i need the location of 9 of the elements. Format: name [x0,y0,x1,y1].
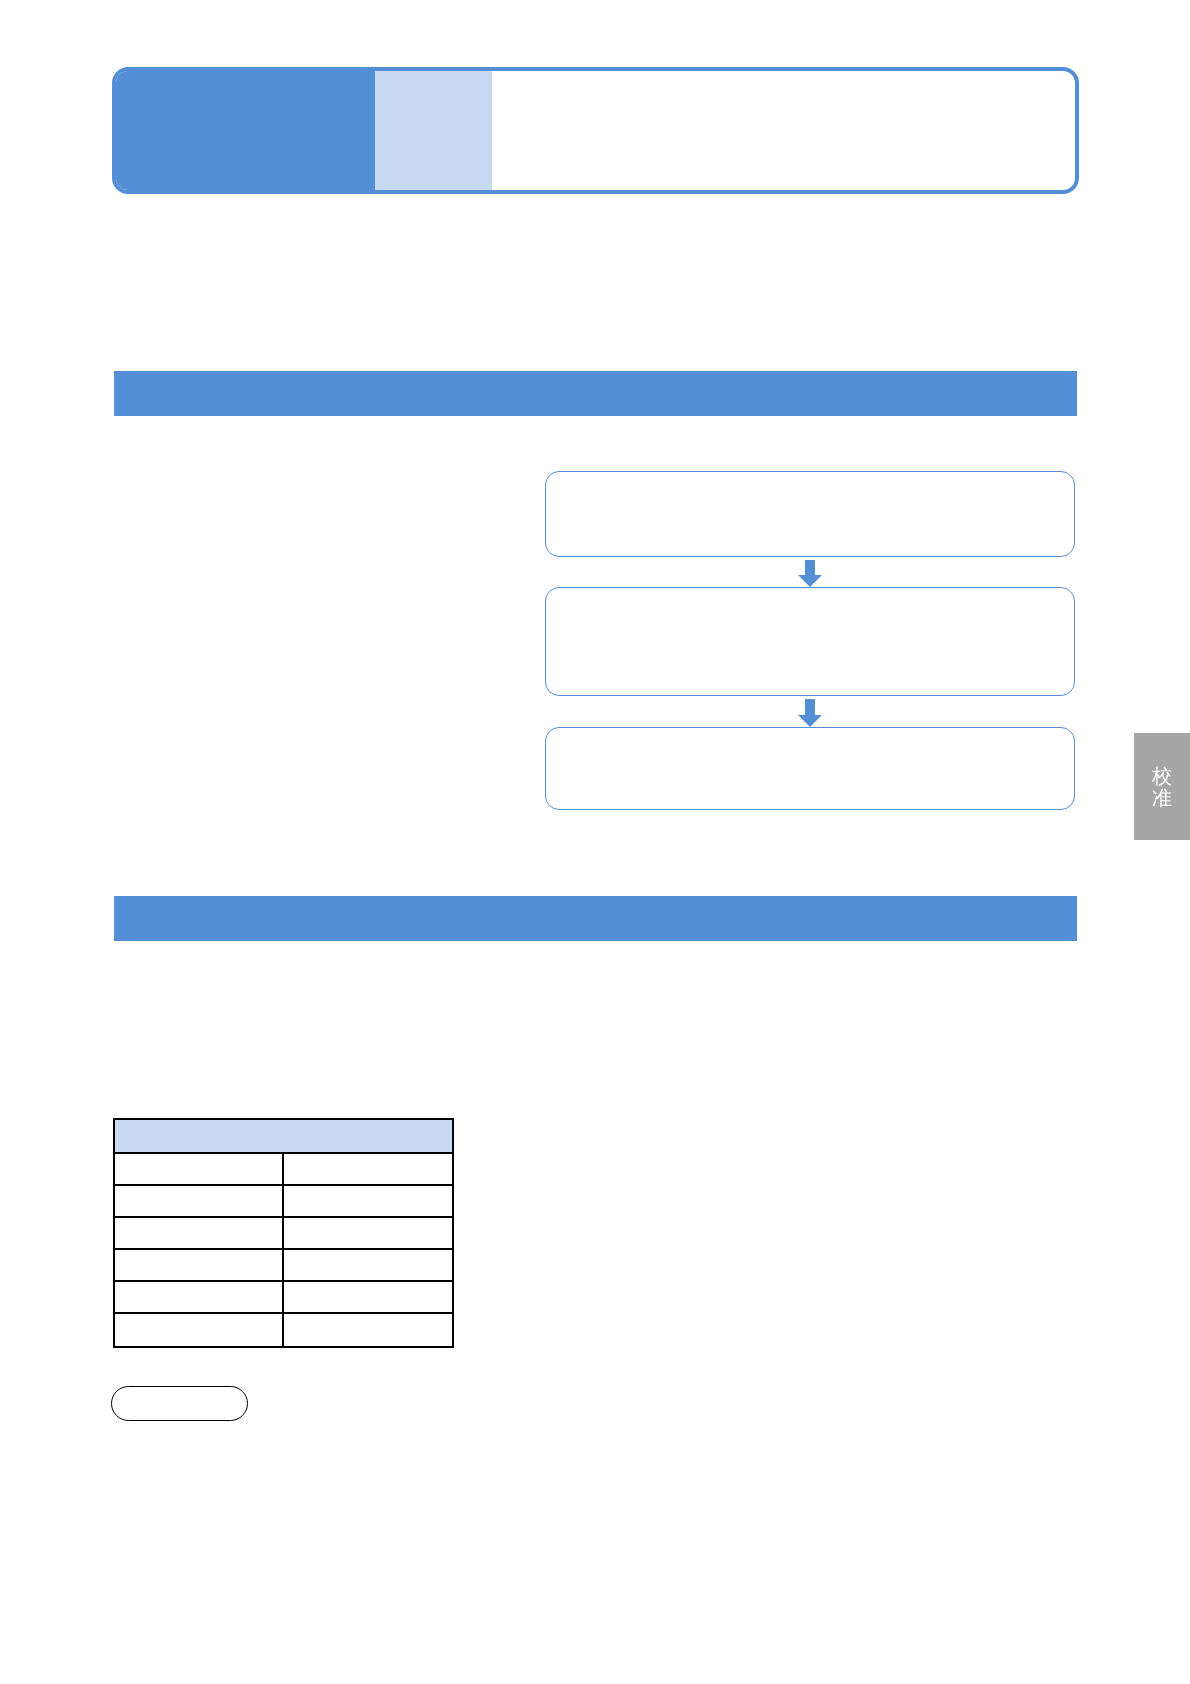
side-tab [1134,733,1190,840]
arrow [798,560,822,587]
section-bar [114,371,1077,416]
process-box [545,471,1075,557]
process-box [545,587,1075,696]
arrow [798,699,822,727]
tab-label: 校准 [1152,764,1172,809]
section-bar [114,896,1077,941]
process-box [545,727,1075,810]
